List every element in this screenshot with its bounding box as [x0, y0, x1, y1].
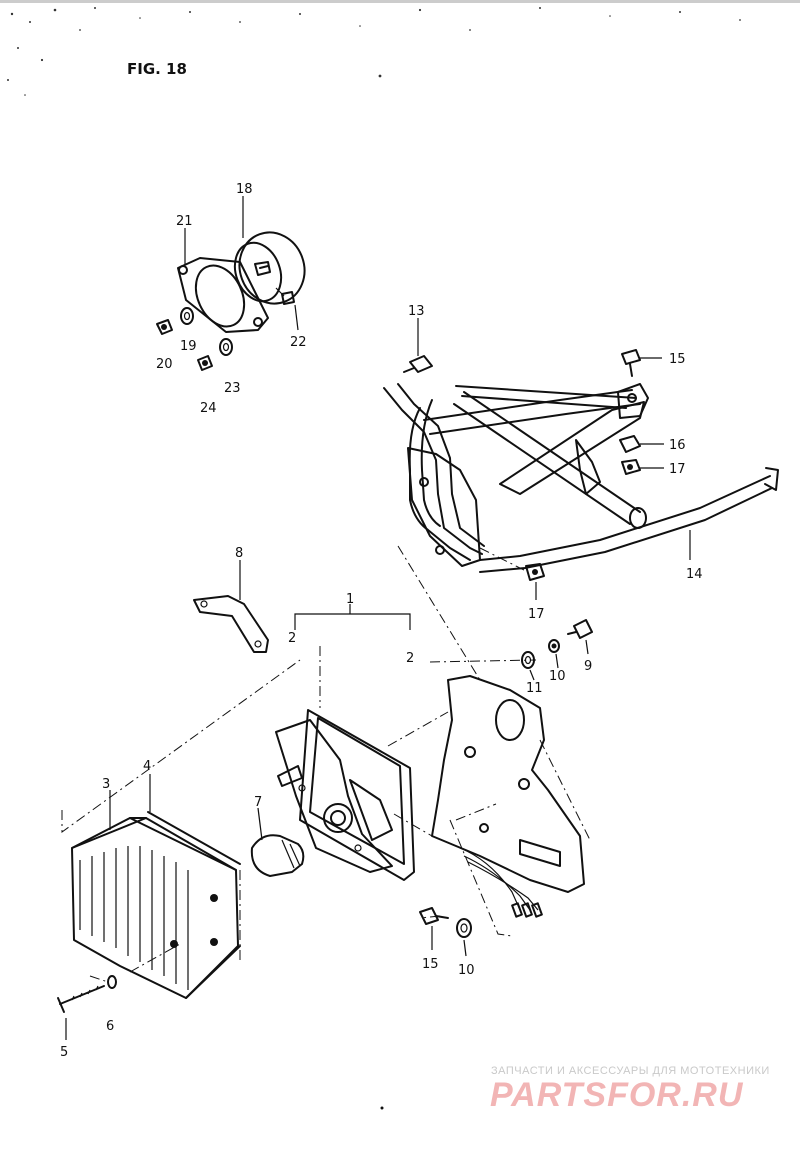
figure-title: FIG. 18 [127, 60, 187, 78]
leader-lines [61, 196, 691, 1040]
callout-16-top: 16 [669, 438, 686, 453]
callout-23: 23 [224, 381, 241, 396]
callout-10-top: 10 [549, 669, 566, 684]
callout-22: 22 [290, 335, 307, 350]
callout-1: 1 [346, 592, 354, 607]
callout-18: 18 [236, 182, 253, 197]
watermark: ЗАПЧАСТИ И АКСЕССУАРЫ ДЛЯ МОТОТЕХНИКИ PA… [490, 1065, 770, 1114]
rear-frame-bracket [383, 349, 779, 581]
lens-assembly [57, 811, 241, 1013]
callout-17-lower: 17 [528, 607, 545, 622]
callout-2-right: 2 [406, 651, 414, 666]
callout-13: 13 [408, 304, 425, 319]
callout-15-lower: 15 [422, 957, 439, 972]
callout-labels: 18 21 22 19 20 23 24 13 15 16 17 14 17 8… [60, 182, 703, 1060]
callout-19: 19 [180, 339, 197, 354]
callout-15-top: 15 [669, 352, 686, 367]
callout-11: 11 [526, 681, 543, 696]
callout-7: 7 [254, 795, 262, 810]
callout-14: 14 [686, 567, 703, 582]
callout-4: 4 [143, 759, 151, 774]
tail-light-housing [275, 675, 585, 918]
bulb-7 [250, 834, 305, 877]
horn-assembly [177, 231, 306, 333]
bracket-8 [193, 595, 269, 653]
callout-8: 8 [235, 546, 243, 561]
callout-10-lower: 10 [458, 963, 475, 978]
callout-3: 3 [102, 777, 110, 792]
callout-9: 9 [584, 659, 592, 674]
callout-17-right: 17 [669, 462, 686, 477]
fasteners-9-10-11 [521, 619, 593, 669]
callout-24: 24 [200, 401, 217, 416]
fasteners-15-16-lower [419, 907, 472, 938]
callout-6: 6 [106, 1019, 114, 1034]
callout-21: 21 [176, 214, 193, 229]
scan-speck [380, 1106, 384, 1110]
watermark-tagline: ЗАПЧАСТИ И АКСЕССУАРЫ ДЛЯ МОТОТЕХНИКИ [491, 1065, 770, 1077]
lens-prism-texture [79, 846, 189, 990]
scan-noise [0, 0, 800, 96]
callout-20: 20 [156, 357, 173, 372]
callout-2-left: 2 [288, 631, 296, 646]
watermark-logo: PARTSFOR.RU [490, 1076, 744, 1114]
horn-fasteners [156, 307, 233, 371]
callout-5: 5 [60, 1045, 68, 1060]
